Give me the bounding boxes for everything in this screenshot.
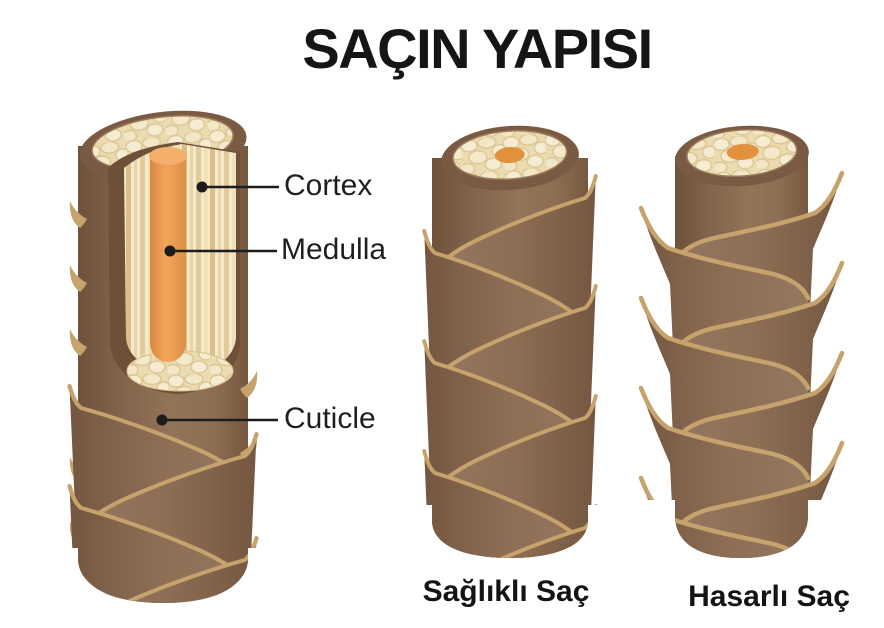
cortex-leader-dot (196, 181, 208, 193)
damaged-hair-caption: Hasarlı Saç (688, 580, 850, 613)
cutaway-channel (108, 142, 240, 394)
main-hair-cutaway (70, 110, 258, 603)
leader-lines (156, 181, 279, 426)
medulla-leader-dot (164, 245, 176, 257)
medulla-label: Medulla (281, 233, 387, 266)
damaged-hair-cross-section (675, 125, 809, 187)
medulla-column (150, 158, 186, 362)
cortex-label: Cortex (284, 169, 373, 202)
healthy-hair-cross-section (441, 125, 579, 191)
healthy-hair-caption: Sağlıklı Saç (422, 575, 590, 608)
page-title: SAÇIN YAPISI (302, 17, 653, 80)
damaged-hair-illustration (641, 125, 842, 558)
cuticle-leader-dot (156, 414, 168, 426)
medulla-dot (494, 146, 525, 164)
damaged-hair-scales (641, 173, 842, 558)
medulla-cap (149, 147, 187, 165)
cuticle-label: Cuticle (284, 402, 376, 435)
medulla-dot (726, 143, 759, 160)
healthy-hair-illustration (422, 125, 598, 558)
